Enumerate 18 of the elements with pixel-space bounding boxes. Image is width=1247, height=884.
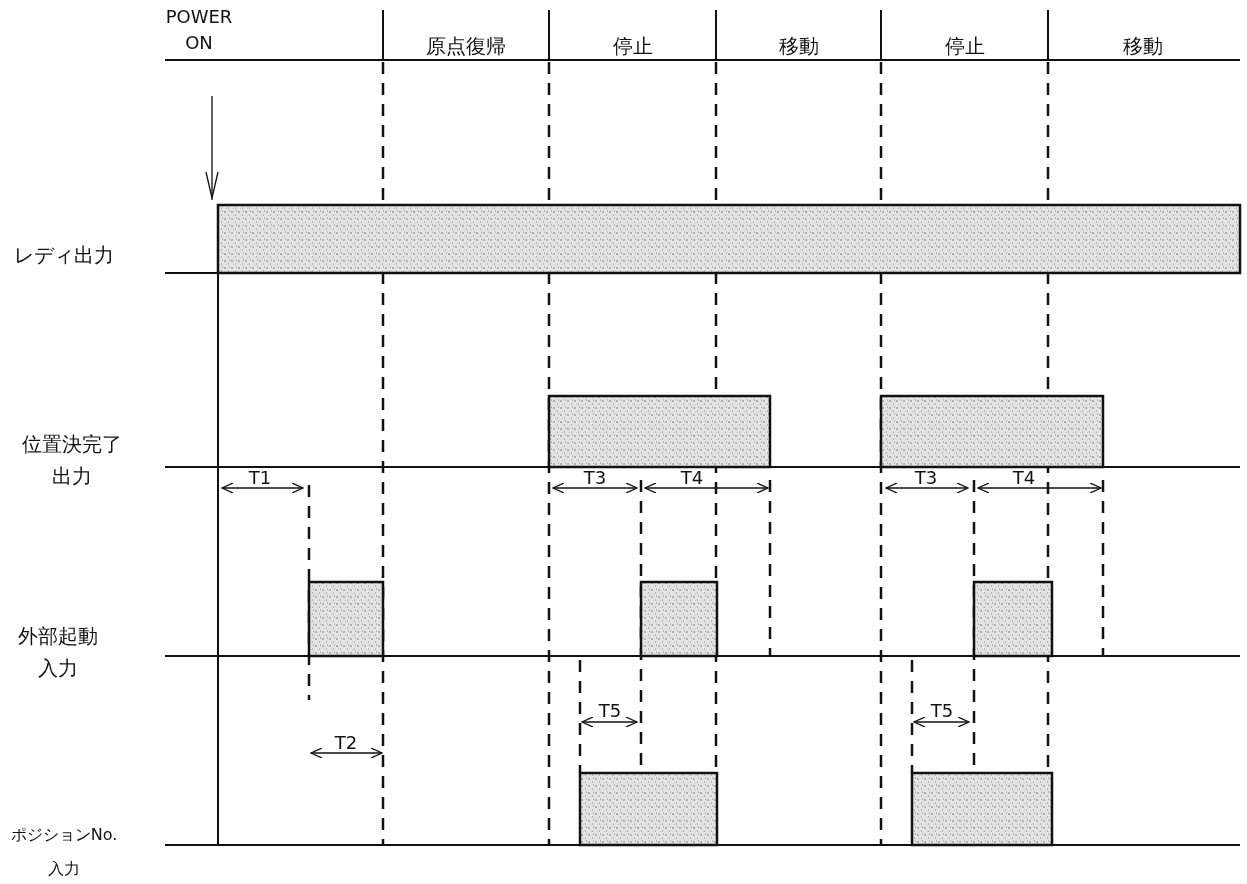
timing-label: T5: [597, 700, 623, 722]
signal-name: ポジションNo.入力: [9, 824, 119, 880]
timing-label: T4: [679, 467, 705, 489]
timing-label: T5: [929, 700, 955, 722]
signal-name: 外部起動入力: [17, 623, 99, 682]
phase-label: 停止: [943, 33, 986, 59]
timing-label: T1: [247, 467, 273, 489]
phase-label: 原点復帰: [425, 33, 507, 59]
timing-label: T2: [333, 732, 359, 754]
phase-label: 停止: [611, 33, 654, 59]
timing-label: T3: [582, 467, 608, 489]
phase-label: 移動: [777, 33, 820, 59]
phase-label: 移動: [1122, 33, 1164, 59]
timing-label: T3: [913, 467, 939, 489]
timing-label: T4: [1011, 467, 1037, 489]
signal-name: レディ出力: [14, 242, 115, 269]
phase-label: POWER ON: [164, 5, 234, 55]
signal-name: 位置決完了出力: [21, 431, 123, 490]
